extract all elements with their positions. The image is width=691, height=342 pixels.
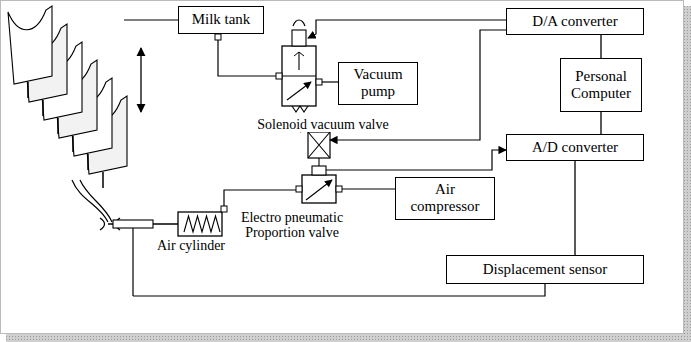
udder-slab xyxy=(8,6,52,84)
teat-cup xyxy=(27,82,29,98)
solenoid-cap xyxy=(293,20,305,26)
component-box: Air compressor xyxy=(395,177,495,220)
hose xyxy=(80,180,112,222)
port xyxy=(221,206,227,212)
signal-line xyxy=(600,35,601,58)
hose xyxy=(72,180,108,222)
sensor-wire xyxy=(133,284,545,296)
box-label: A/D converter xyxy=(532,139,618,156)
cylinder-spring xyxy=(184,216,220,232)
sensor-wire xyxy=(132,228,133,296)
frame-shadow xyxy=(684,6,691,342)
signal-wire xyxy=(326,150,506,170)
teat-cup xyxy=(57,118,59,134)
valve-coil xyxy=(312,166,326,175)
teat-cup xyxy=(72,136,74,152)
box-label: Displacement sensor xyxy=(483,261,608,278)
piston xyxy=(113,220,153,228)
port xyxy=(296,186,302,192)
part-label: Electro pneumatic Proportion valve xyxy=(230,210,354,241)
part-label: Air cylinder xyxy=(148,238,234,253)
box-label: Air compressor xyxy=(401,181,489,216)
valve-arrow xyxy=(287,82,311,100)
teat-cup xyxy=(102,172,104,188)
frame-shadow xyxy=(6,334,691,342)
milk-line xyxy=(124,19,178,20)
signal-line xyxy=(574,161,575,255)
vacuum-line xyxy=(322,81,338,82)
component-box: Personal Computer xyxy=(560,58,642,112)
valve-link xyxy=(318,158,319,166)
sensor-cross xyxy=(308,132,330,158)
box-label: Milk tank xyxy=(192,11,251,28)
pressure-sensor xyxy=(308,132,330,158)
air-pipe xyxy=(224,190,300,206)
control-wire xyxy=(308,20,506,38)
air-pipe xyxy=(342,188,395,189)
part-label: Solenoid vacuum valve xyxy=(246,117,400,132)
valve-path xyxy=(298,52,299,70)
air-cylinder xyxy=(178,212,222,236)
teat-cup xyxy=(42,100,44,116)
port xyxy=(276,73,282,79)
component-box: Displacement sensor xyxy=(446,255,644,284)
udder-model xyxy=(8,6,127,188)
motion-arrow xyxy=(140,48,141,112)
port xyxy=(336,186,342,192)
frame xyxy=(1,1,684,334)
port xyxy=(215,34,221,40)
valve-divider xyxy=(282,76,316,77)
teat-cup xyxy=(87,154,89,170)
box-label: D/A converter xyxy=(532,13,617,30)
valve-arrow xyxy=(306,180,332,200)
component-box: Vacuum pump xyxy=(338,62,418,105)
proportion-valve xyxy=(302,175,336,203)
box-label: Vacuum pump xyxy=(344,66,412,101)
port xyxy=(316,79,322,85)
valve-spring xyxy=(292,106,308,112)
component-box: D/A converter xyxy=(506,8,644,35)
valve-path xyxy=(294,52,304,56)
signal-line xyxy=(600,112,601,134)
component-box: Milk tank xyxy=(178,6,264,34)
vacuum-line xyxy=(218,40,280,76)
solenoid-coil xyxy=(292,30,306,46)
box-label: Personal Computer xyxy=(566,68,636,103)
component-box: A/D converter xyxy=(506,134,644,161)
solenoid-valve xyxy=(282,46,316,106)
